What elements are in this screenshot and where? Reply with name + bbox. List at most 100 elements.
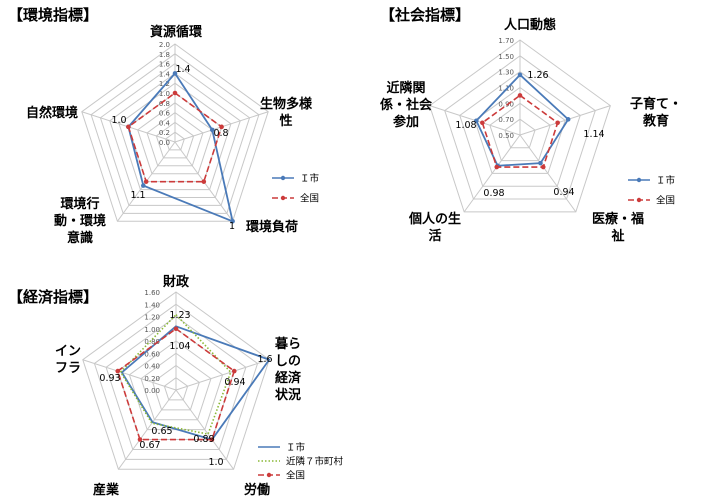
tick-label: 1.70 (498, 37, 514, 45)
axis-label-line: 労働 (244, 482, 270, 498)
tick-label: 1.50 (498, 53, 514, 61)
tick-label: 0.4 (159, 119, 171, 127)
data-label: 1 (229, 221, 235, 232)
axis-label-line: 暮ら (274, 336, 301, 352)
series-point-2 (209, 437, 215, 442)
axis-label: 暮らしの経済状況 (274, 336, 302, 403)
series-line-2 (116, 327, 236, 441)
axis-label-line: 教育 (642, 113, 669, 129)
tick-label: 0.20 (144, 375, 160, 383)
data-label: 0.67 (139, 440, 160, 451)
axis-spoke (519, 105, 611, 136)
series-line-0 (120, 325, 271, 441)
grid-ring (140, 352, 212, 421)
data-label: 0.8 (213, 128, 228, 139)
series-point-0 (209, 127, 215, 133)
axis-label-line: 産業 (93, 482, 120, 498)
axis-label-line: 生物多様 (260, 96, 313, 112)
legend-marker (636, 197, 642, 203)
axis-label: 生物多様性 (260, 96, 313, 129)
series-point-1 (540, 164, 546, 170)
series-point-0 (141, 183, 146, 188)
legend-label: 全国 (656, 195, 675, 207)
axis-label-line: 意識 (67, 230, 93, 246)
axis-label-line: 動・環境 (54, 213, 106, 229)
tick-label: 0.2 (159, 129, 170, 137)
series-point-1 (143, 179, 149, 184)
axis-label-line: 状況 (275, 387, 301, 403)
tick-label: 1.00 (144, 326, 160, 334)
axis-spoke (117, 389, 177, 470)
data-label: 1.4 (175, 64, 190, 75)
axis-label-line: 個人の生 (408, 211, 461, 227)
axis-label: 個人の生活 (408, 211, 461, 244)
legend-label: Ｉ市 (300, 173, 320, 185)
grid-ring (81, 43, 269, 222)
axis-label: 自然環境 (26, 105, 78, 121)
axis-label: 医療・福祉 (592, 211, 644, 244)
series-point-0 (474, 118, 479, 124)
grid-ring (93, 303, 259, 460)
chart-title: 【経済指標】 (8, 288, 98, 306)
tick-label: 1.30 (498, 69, 514, 77)
legend-label: Ｉ市 (656, 175, 676, 187)
grid-ring (82, 291, 270, 470)
tick-label: 1.40 (144, 301, 160, 309)
grid-ring (459, 71, 581, 187)
tick-label: 0.40 (144, 363, 160, 371)
grid-ring (146, 111, 204, 167)
tick-label: 1.60 (144, 289, 160, 297)
series-point-2 (173, 326, 179, 332)
grid-ring (99, 62, 251, 206)
series-point-0 (538, 160, 543, 166)
series-point-0 (565, 117, 571, 122)
grid-ring (155, 121, 195, 159)
axis-label-line: 自然環境 (26, 105, 78, 121)
axis-label: 子育て・教育 (630, 96, 682, 129)
data-label: 1.1 (130, 190, 145, 201)
data-label: 1.26 (527, 70, 548, 81)
grid-ring (489, 102, 551, 162)
tick-label: 2.0 (159, 41, 170, 49)
series-point-1 (172, 90, 178, 96)
axis-label-line: 子育て・ (630, 96, 682, 112)
radar-chart-env: 【環境指標】0.00.20.40.60.81.01.21.41.61.82.0資… (8, 6, 320, 246)
axis-label: 環境負荷 (246, 219, 298, 235)
data-label: 0.98 (483, 188, 504, 199)
axis-label: 財政 (162, 274, 190, 290)
axis-label-line: イン (55, 344, 81, 359)
radar-chart-soc: 【社会指標】0.500.700.901.101.301.501.70人口動態子育… (380, 6, 682, 244)
axis-spoke (175, 359, 270, 391)
axis-label-line: フラ (55, 361, 81, 376)
grid-ring (118, 82, 232, 191)
series-point-1 (219, 124, 224, 130)
axis-label-line: 医療・福 (592, 211, 644, 227)
series-point-0 (172, 71, 178, 76)
series-point-2 (137, 437, 143, 442)
grid-ring (165, 131, 185, 151)
tick-label: 0.60 (144, 350, 160, 358)
series-point-1 (517, 93, 523, 98)
axis-label: 労働 (244, 482, 270, 498)
data-label: 1.23 (169, 310, 190, 321)
chart-title: 【社会指標】 (380, 6, 470, 24)
series-line-1 (481, 94, 559, 168)
axis-label-line: 祉 (611, 228, 624, 244)
data-label: 0.89 (193, 434, 214, 445)
data-label: 1.08 (455, 120, 476, 131)
axis-label-line: 近隣関 (386, 80, 425, 96)
axis-label-line: 経済 (275, 370, 302, 386)
grid-ring (152, 364, 200, 411)
axis-label: インフラ (55, 344, 81, 376)
series-point-1 (480, 120, 485, 126)
series-point-0 (230, 218, 235, 224)
axis-label: 人口動態 (504, 17, 556, 33)
data-label: 0.93 (99, 373, 120, 384)
grid-ring (429, 39, 611, 213)
series-point-0 (517, 72, 523, 78)
data-label: 1.6 (257, 354, 272, 365)
series-point-1 (555, 120, 560, 126)
tick-label: 1.6 (159, 61, 171, 69)
chart-title: 【環境指標】 (8, 6, 98, 24)
